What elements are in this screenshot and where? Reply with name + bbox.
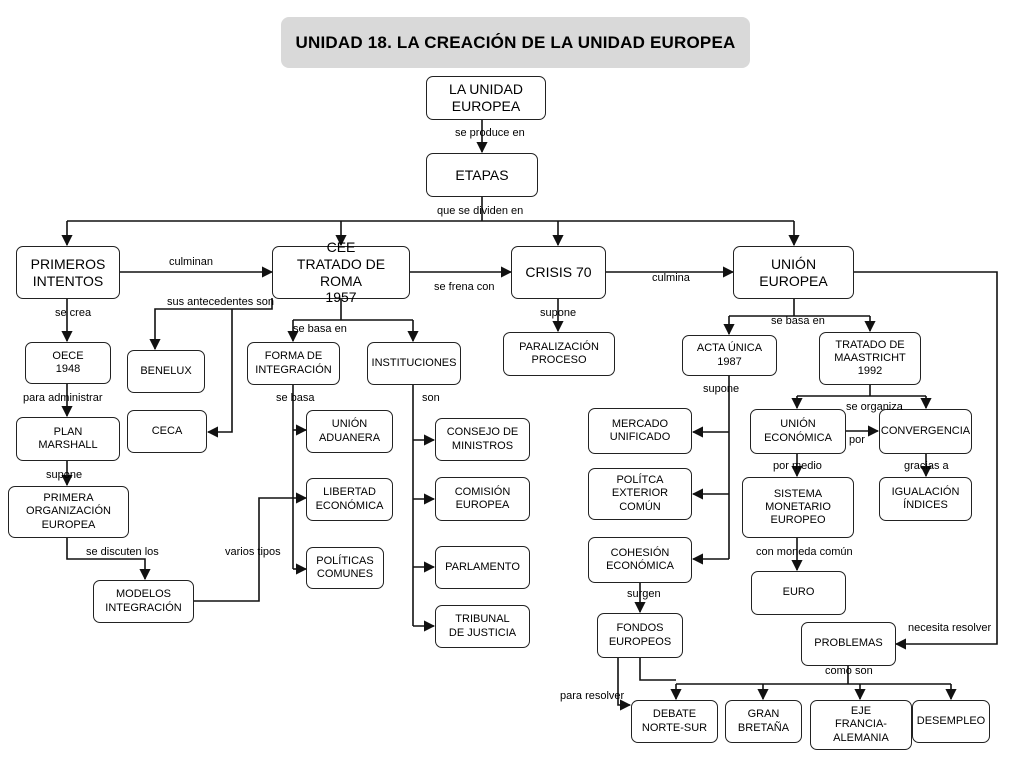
node-acta-unica: ACTA ÚNICA 1987 <box>682 335 777 376</box>
node-paralizacion-proceso: PARALIZACIÓN PROCESO <box>503 332 615 376</box>
node-fondos-europeos: FONDOS EUROPEOS <box>597 613 683 658</box>
node-politica-exterior-comun: POLÍTCA EXTERIOR COMÚN <box>588 468 692 520</box>
label-para-resolver: para resolver <box>560 690 625 702</box>
node-forma-de-integracion: FORMA DE INTEGRACIÓN <box>247 342 340 385</box>
label-que-se-dividen-en: que se dividen en <box>437 205 524 217</box>
label-para-administrar: para administrar <box>23 392 103 404</box>
label-surgen: surgen <box>627 588 661 600</box>
label-se-basa-en-cee: se basa en <box>293 323 347 335</box>
node-sistema-monetario-europeo: SISTEMA MONETARIO EUROPEO <box>742 477 854 538</box>
node-tratado-de-maastricht: TRATADO DE MAASTRICHT 1992 <box>819 332 921 385</box>
label-como-son: como son <box>825 665 873 677</box>
node-parlamento: PARLAMENTO <box>435 546 530 589</box>
node-libertad-economica: LIBERTAD ECONÓMICA <box>306 478 393 521</box>
node-euro: EURO <box>751 571 846 615</box>
node-cee-tratado-de-roma: CEE TRATADO DE ROMA 1957 <box>272 239 410 305</box>
label-se-organiza: se organiza <box>846 401 903 413</box>
label-supone-plan: supone <box>46 469 83 481</box>
label-se-discuten-los: se discuten los <box>86 546 159 558</box>
node-primeros-intentos: PRIMEROS INTENTOS <box>16 246 120 299</box>
node-convergencia: CONVERGENCIA <box>879 409 972 454</box>
node-primera-organizacion-europea: PRIMERA ORGANIZACIÓN EUROPEA <box>8 486 129 538</box>
node-mercado-unificado: MERCADO UNIFICADO <box>588 408 692 454</box>
node-eje-francia-alemania: EJE FRANCIA- ALEMANIA <box>810 700 912 750</box>
node-benelux: BENELUX <box>127 350 205 393</box>
node-crisis-70: CRISIS 70 <box>511 246 606 299</box>
label-sus-antecedentes-son: sus antecedentes son <box>167 296 275 308</box>
map-title: UNIDAD 18. LA CREACIÓN DE LA UNIDAD EURO… <box>281 17 750 68</box>
label-culminan: culminan <box>169 256 214 268</box>
node-union-aduanera: UNIÓN ADUANERA <box>306 410 393 453</box>
node-tribunal-de-justicia: TRIBUNAL DE JUSTICIA <box>435 605 530 648</box>
label-supone-acta: supone <box>703 383 740 395</box>
node-plan-marshall: PLAN MARSHALL <box>16 417 120 461</box>
label-culmina: culmina <box>652 272 690 284</box>
label-necesita-resolver: necesita resolver <box>908 622 992 634</box>
label-se-basa: se basa <box>276 392 315 404</box>
node-oece: OECE 1948 <box>25 342 111 384</box>
label-por-medio: por medio <box>773 460 822 472</box>
node-problemas: PROBLEMAS <box>801 622 896 666</box>
label-por: por <box>849 434 865 446</box>
label-se-produce-en: se produce en <box>455 127 525 139</box>
node-debate-norte-sur: DEBATE NORTE-SUR <box>631 700 718 743</box>
label-varios-tipos: varios tipos <box>225 546 281 558</box>
node-la-unidad-europea: LA UNIDAD EUROPEA <box>426 76 546 120</box>
node-union-economica: UNIÓN ECONÓMICA <box>750 409 846 454</box>
node-comision-europea: COMISIÓN EUROPEA <box>435 477 530 521</box>
label-con-moneda-comun: con moneda común <box>756 546 853 558</box>
node-gran-bretana: GRAN BRETAÑA <box>725 700 802 743</box>
node-etapas: ETAPAS <box>426 153 538 197</box>
node-modelos-integracion: MODELOS INTEGRACIÓN <box>93 580 194 623</box>
label-gracias-a: gracias a <box>904 460 949 472</box>
node-ceca: CECA <box>127 410 207 453</box>
label-se-basa-en-ue: se basa en <box>771 315 825 327</box>
node-union-europea: UNIÓN EUROPEA <box>733 246 854 299</box>
label-supone-crisis: supone <box>540 307 577 319</box>
node-instituciones: INSTITUCIONES <box>367 342 461 385</box>
node-cohesion-economica: COHESIÓN ECONÓMICA <box>588 537 692 583</box>
node-consejo-de-ministros: CONSEJO DE MINISTROS <box>435 418 530 461</box>
node-igualacion-indices: IGUALACIÓN ÍNDICES <box>879 477 972 521</box>
node-desempleo: DESEMPLEO <box>912 700 990 743</box>
label-se-frena-con: se frena con <box>434 281 495 293</box>
node-politicas-comunes: POLÍTICAS COMUNES <box>306 547 384 589</box>
label-son: son <box>422 392 440 404</box>
label-se-crea: se crea <box>55 307 92 319</box>
